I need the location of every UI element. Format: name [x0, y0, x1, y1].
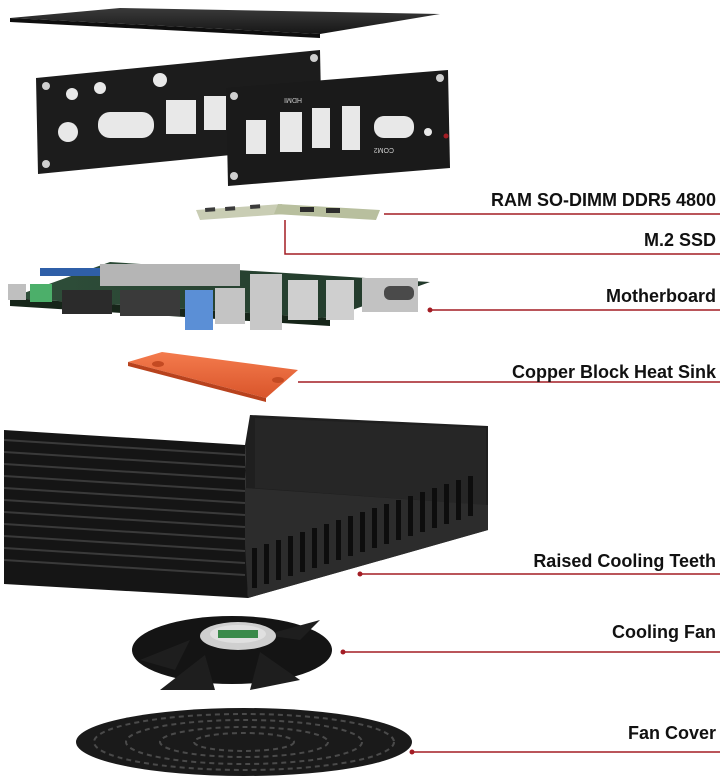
label-fan-cover: Fan Cover	[627, 723, 716, 743]
leader-line-ssd	[284, 220, 720, 255]
io-com-label: COM2	[374, 146, 394, 153]
top-plate	[10, 8, 440, 38]
ssd-card	[274, 204, 380, 220]
fan-grille	[76, 708, 415, 776]
label-heat-sink: Copper Block Heat Sink	[511, 362, 716, 382]
chassis-ribs	[3, 439, 246, 576]
io-bracket-right: HDMI COM2	[226, 70, 450, 186]
label-cooling-teeth: Raised Cooling Teeth	[533, 551, 716, 571]
label-ram: RAM SO-DIMM DDR5 4800	[490, 190, 716, 210]
ram-stick	[196, 204, 286, 220]
cooling-teeth	[252, 476, 473, 588]
label-motherboard: Motherboard	[606, 286, 716, 306]
label-cooling-fan: Cooling Fan	[612, 622, 716, 642]
motherboard	[8, 262, 433, 330]
copper-block	[128, 352, 298, 402]
leader-lines	[284, 213, 720, 753]
io-hdmi-label: HDMI	[284, 96, 302, 103]
chassis	[3, 415, 488, 598]
label-ssd: M.2 SSD	[643, 230, 716, 250]
cooling-fan	[132, 616, 346, 690]
